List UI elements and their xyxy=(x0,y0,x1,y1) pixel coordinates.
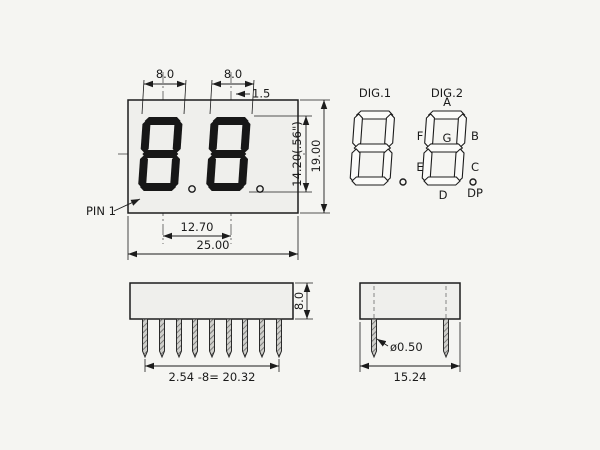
dim-digit-height: 14.20(.56") xyxy=(249,115,312,193)
segment-f-label: F xyxy=(417,129,424,143)
display-package-end xyxy=(359,282,461,320)
dim-digit1-width: 8.0 xyxy=(141,67,187,115)
front-view: 8.0 8.0 1.5 14.20(.56") 19.00 xyxy=(86,67,330,260)
digit2-dp-outline xyxy=(469,178,477,186)
segment-e-label: E xyxy=(416,160,423,174)
dim-digit-height-label: 14.20(.56") xyxy=(290,121,304,186)
dim-digit1-width-label: 8.0 xyxy=(156,67,174,81)
dim-digit2-width: 8.0 xyxy=(209,67,255,115)
dim-digit2-width-label: 8.0 xyxy=(224,67,242,81)
digit2-outline xyxy=(421,110,468,186)
dim-body-depth-label: 15.24 xyxy=(394,370,427,384)
dim-body-thickness: 8.0 xyxy=(292,282,313,320)
segment-c-label: C xyxy=(471,160,479,174)
dim-pin-diameter-label: ø0.50 xyxy=(390,340,423,354)
dim-digit-pitch-label: 12.70 xyxy=(181,220,214,234)
segment-a-label: A xyxy=(443,95,451,109)
dim-overall-width-label: 25.00 xyxy=(197,238,230,252)
side-view: 8.0 2.54 -8= 20.32 xyxy=(129,282,313,384)
dig2-title: DIG.2 xyxy=(431,86,463,100)
side-view-pins xyxy=(142,318,282,359)
dim-pin-pitch: 2.54 -8= 20.32 xyxy=(144,359,280,384)
pin1-callout: PIN 1 xyxy=(86,198,141,218)
digit1-decimal-point xyxy=(188,185,196,193)
dim-overall-height-label: 19.00 xyxy=(309,140,323,173)
dim-body-depth: 15.24 xyxy=(359,322,461,384)
end-view-pins xyxy=(371,318,449,359)
dim-digit-pitch: 12.70 xyxy=(163,220,231,240)
segment-labels: A F G B E C D DP xyxy=(416,95,483,202)
segment-d-label: D xyxy=(439,188,448,202)
digit1-outline xyxy=(349,110,396,186)
segment-dp-label: DP xyxy=(467,186,483,200)
end-view: ø0.50 15.24 xyxy=(359,282,461,384)
segment-diagram: DIG.1 DIG.2 A F G B E C D DP xyxy=(349,86,483,202)
dim-body-thickness-label: 8.0 xyxy=(292,292,306,310)
display-package-side xyxy=(129,282,294,320)
dig1-title: DIG.1 xyxy=(359,86,391,100)
dim-overall-height: 19.00 xyxy=(300,99,330,214)
dim-dp-offset: 1.5 xyxy=(236,87,270,101)
dim-pin-pitch-label: 2.54 -8= 20.32 xyxy=(169,370,256,384)
dim-overall-width: 25.00 xyxy=(127,216,299,260)
digit1-dp-outline xyxy=(399,178,407,186)
dim-pin-diameter: ø0.50 xyxy=(376,338,423,354)
dim-dp-offset-label: 1.5 xyxy=(252,87,270,101)
segment-g-label: G xyxy=(443,131,452,145)
segment-b-label: B xyxy=(471,129,479,143)
pin1-label: PIN 1 xyxy=(86,204,116,218)
